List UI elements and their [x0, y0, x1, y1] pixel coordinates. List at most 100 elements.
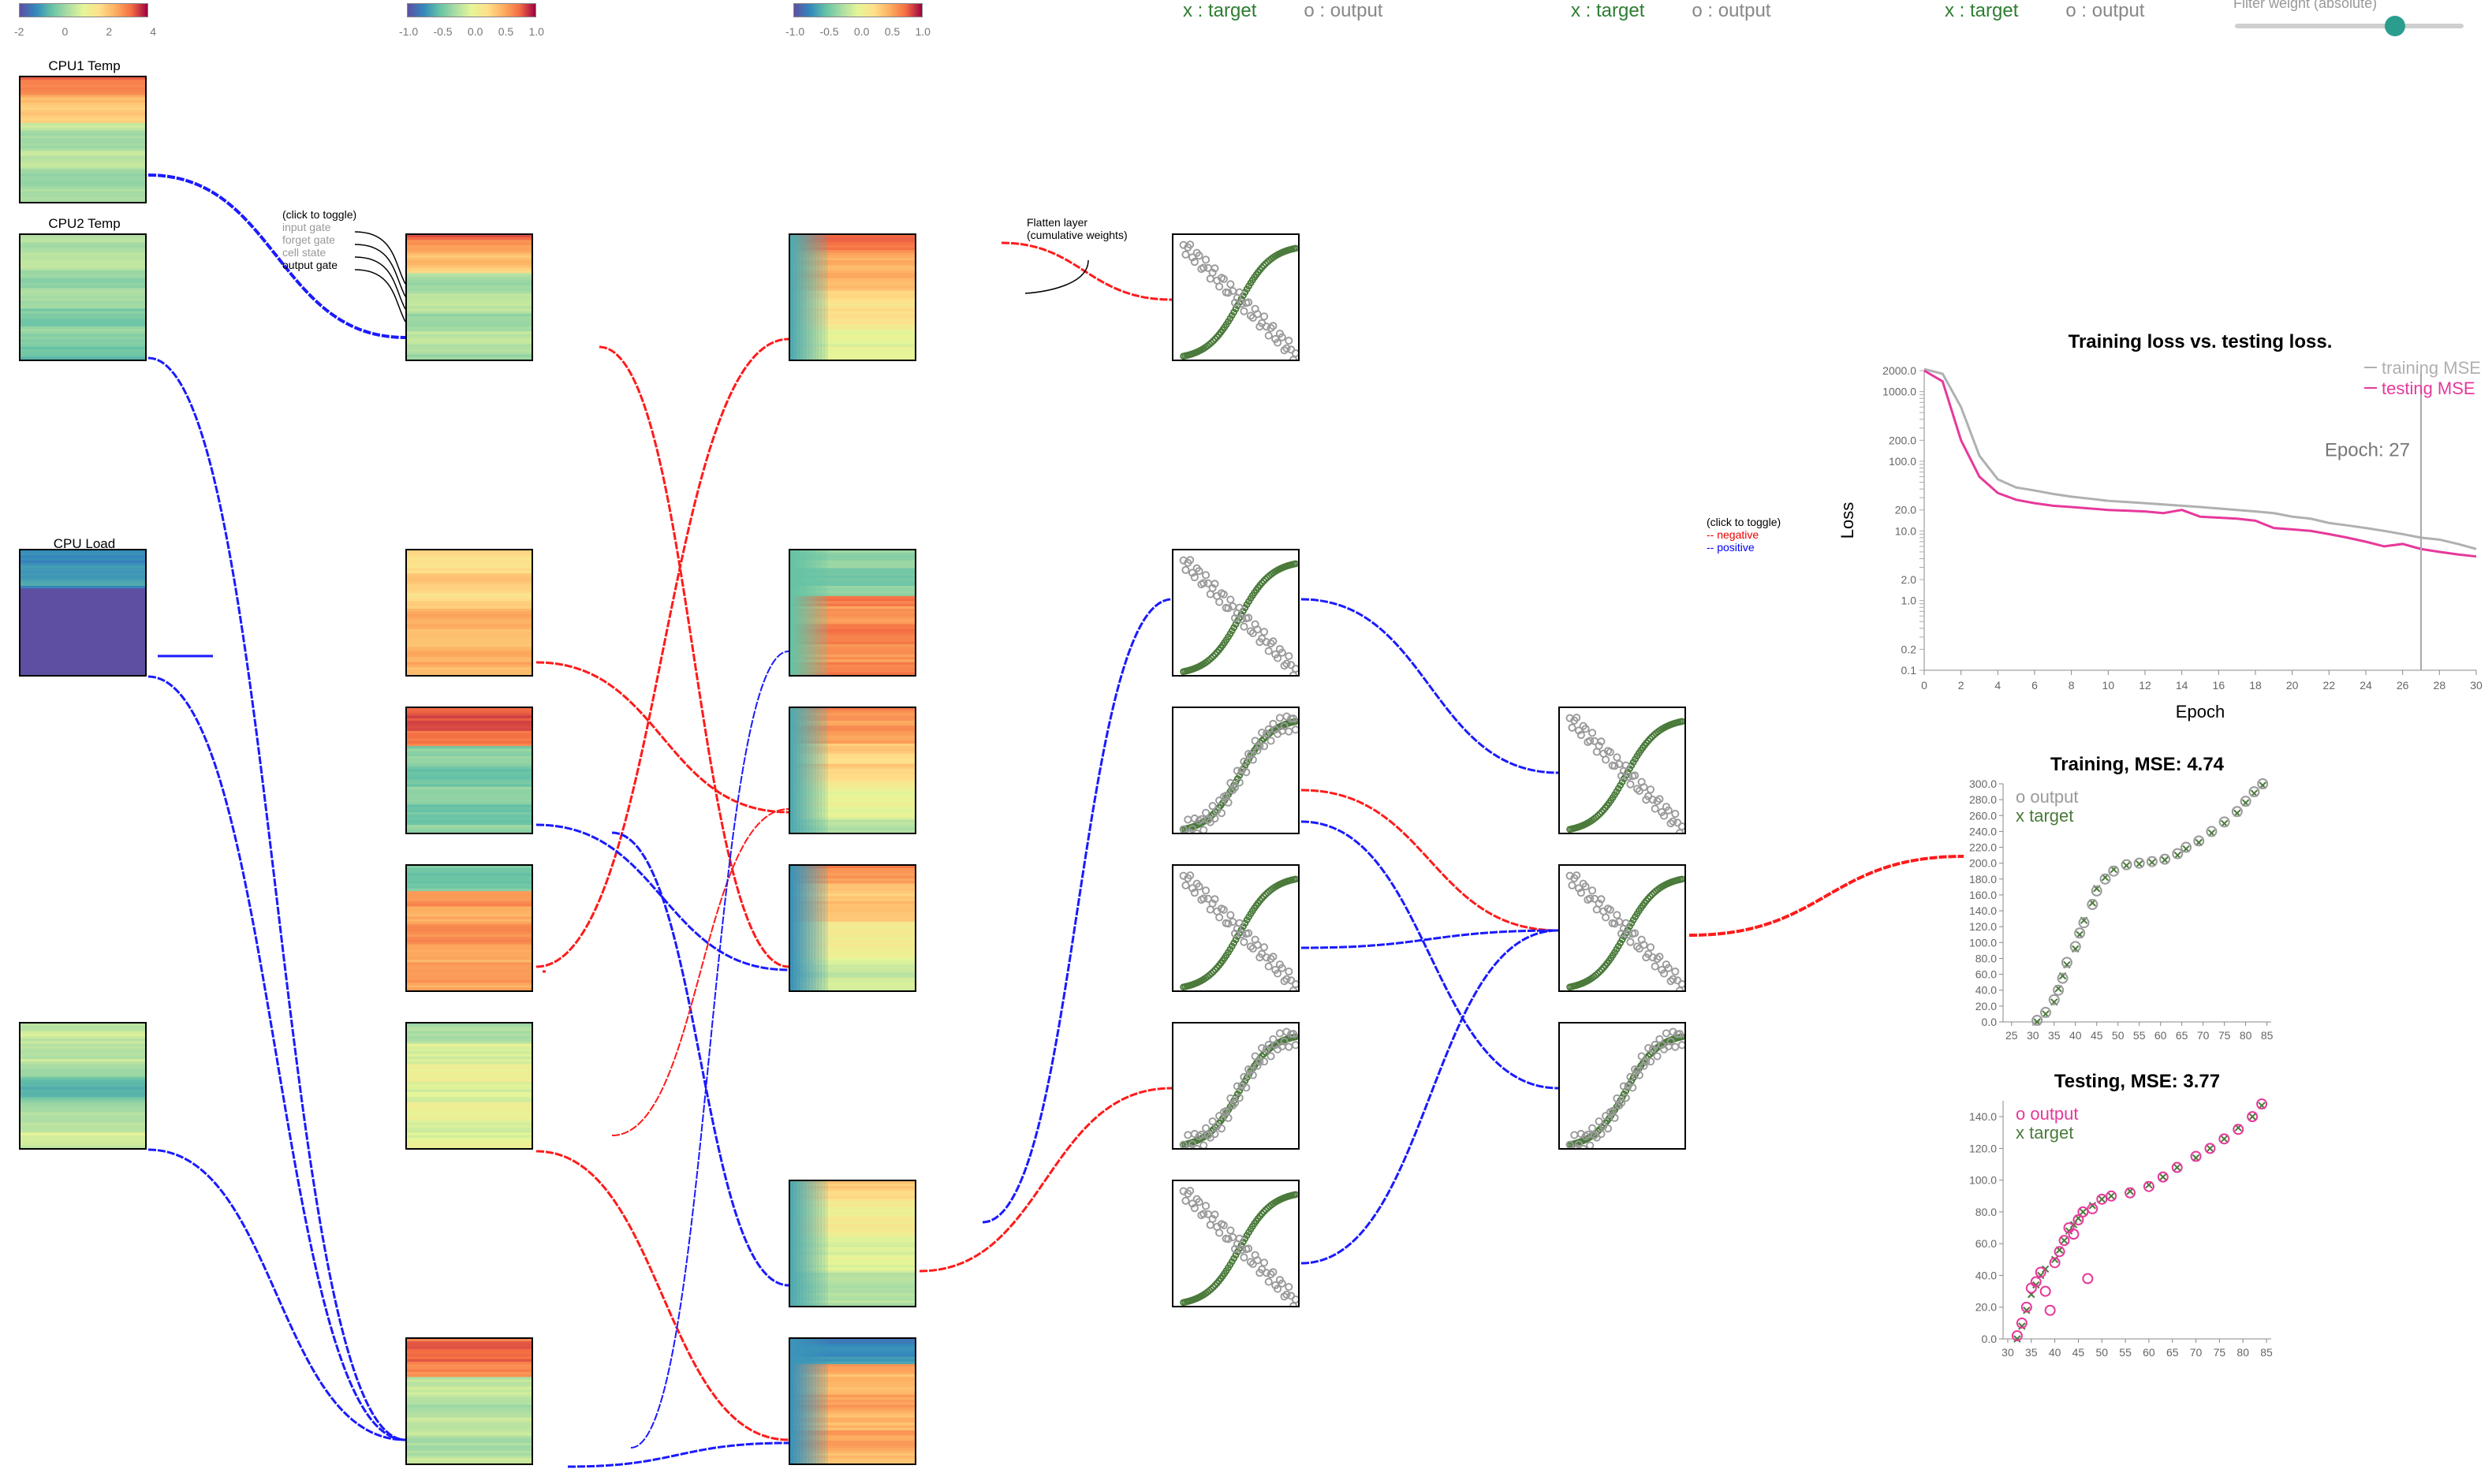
dense1-plot-1[interactable] — [1172, 233, 1300, 361]
heatmap-row — [407, 609, 532, 612]
input-heatmap-cpu1[interactable] — [19, 76, 147, 203]
heatmap-row — [21, 618, 145, 622]
heatmap-row — [21, 1056, 145, 1060]
dense2-plot-2[interactable] — [1558, 864, 1686, 992]
heatmap-row — [407, 1417, 532, 1421]
output-point — [2048, 994, 2060, 1005]
dense1-plot-5[interactable] — [1172, 1022, 1300, 1150]
output-point — [2143, 1180, 2154, 1192]
heatmap-row — [407, 1066, 532, 1070]
output-point — [1280, 721, 1289, 730]
heatmap-row — [790, 595, 915, 599]
heatmap-row — [790, 1407, 915, 1411]
dense1-plot-6[interactable] — [1172, 1180, 1300, 1307]
output-point — [1267, 1052, 1275, 1061]
heatmap-row — [790, 1384, 915, 1388]
heatmap-row — [790, 1275, 915, 1278]
heatmap-row — [21, 606, 145, 610]
lstm1-heatmap-2[interactable] — [405, 549, 533, 677]
output-point — [1184, 1131, 1192, 1139]
sign-negative[interactable]: -- negative — [1707, 528, 1759, 541]
lstm2-heatmap-1[interactable] — [789, 233, 916, 361]
output-point — [1628, 1083, 1637, 1092]
heatmap-row — [407, 562, 532, 566]
target-point — [2065, 1227, 2073, 1235]
heatmap-row — [790, 270, 915, 274]
dense1-plot-4[interactable] — [1172, 864, 1300, 992]
heatmap-row — [21, 283, 145, 286]
slider-knob[interactable] — [2385, 16, 2405, 36]
colorbar-tick: 0 — [62, 25, 69, 38]
lstm2-heatmap-5[interactable] — [789, 1180, 916, 1307]
input-heatmap-cpu-load[interactable] — [19, 549, 147, 677]
gate-input[interactable]: input gate — [282, 221, 331, 233]
lstm1-heatmap-6[interactable] — [405, 1337, 533, 1465]
output-point — [1291, 1041, 1298, 1050]
sign-positive[interactable]: -- positive — [1707, 541, 1755, 554]
heatmap-row — [407, 900, 532, 904]
heatmap-row — [790, 1186, 915, 1189]
heatmap-row — [790, 766, 915, 770]
heatmap-row — [407, 1145, 532, 1148]
output-point — [1215, 598, 1224, 606]
gate-toggle[interactable]: (click to toggle) input gate forget gate… — [282, 208, 356, 271]
heatmap-row — [790, 738, 915, 742]
input-heatmap-cpu2[interactable] — [19, 233, 147, 361]
heatmap-row — [790, 1450, 915, 1454]
sign-toggle[interactable]: (click to toggle) -- negative -- positiv… — [1707, 516, 1781, 554]
heatmap-row — [790, 240, 915, 243]
heatmap-row — [21, 621, 145, 625]
slider-track[interactable] — [2235, 24, 2464, 28]
output-point — [1219, 274, 1228, 283]
lstm1-heatmap-1[interactable] — [405, 233, 533, 361]
target-point — [2088, 1202, 2097, 1210]
heatmap-strip — [824, 1339, 828, 1463]
heatmap-row — [790, 1224, 915, 1228]
gate-forget[interactable]: forget gate — [282, 233, 335, 246]
heatmap-row — [407, 1410, 532, 1413]
heatmap-row — [407, 1051, 532, 1054]
gate-cell-state[interactable]: cell state — [282, 246, 326, 259]
dense2-plot-3[interactable] — [1558, 1022, 1686, 1150]
dense1-plot-2[interactable] — [1172, 549, 1300, 677]
heatmap-row — [790, 560, 915, 564]
heatmap-row — [407, 1105, 532, 1108]
heatmap-row — [790, 911, 915, 915]
output-point — [1244, 1244, 1253, 1253]
heatmap-strip — [802, 1181, 807, 1306]
heatmap-row — [407, 628, 532, 632]
lstm2-heatmap-2[interactable] — [789, 549, 916, 677]
output-point — [1644, 1044, 1653, 1053]
dense1-plot-3[interactable] — [1172, 707, 1300, 834]
output-point — [2058, 1235, 2070, 1247]
heatmap-row — [790, 804, 915, 808]
output-point — [1202, 1202, 1211, 1210]
lstm1-heatmap-5[interactable] — [405, 1022, 533, 1150]
heatmap-row — [407, 580, 532, 584]
heatmap-row — [407, 1381, 532, 1385]
heatmap-strip — [818, 1339, 822, 1463]
input-heatmap-4[interactable] — [19, 1022, 147, 1150]
heatmap-row — [407, 1028, 532, 1031]
heatmap-row — [21, 628, 145, 632]
heatmap-strip — [793, 708, 797, 833]
target-point — [1678, 875, 1684, 883]
x-tick-label: 2 — [1958, 679, 1964, 692]
lstm1-heatmap-4[interactable] — [405, 864, 533, 992]
heatmap-row — [21, 92, 145, 95]
colorbar-tick: -1.0 — [785, 25, 805, 38]
colorbar-tick: -2 — [14, 25, 24, 38]
heatmap-row — [407, 1379, 532, 1383]
lstm2-heatmap-6[interactable] — [789, 1337, 916, 1465]
output-point — [1291, 349, 1298, 358]
lstm2-heatmap-4[interactable] — [789, 864, 916, 992]
heatmap-row — [790, 900, 915, 904]
dense2-plot-1[interactable] — [1558, 707, 1686, 834]
output-point — [1267, 323, 1275, 333]
gate-output[interactable]: output gate — [282, 259, 338, 271]
heatmap-row — [790, 1270, 915, 1273]
x-axis-title: Epoch — [2176, 702, 2225, 721]
lstm2-heatmap-3[interactable] — [789, 707, 916, 834]
lstm1-heatmap-3[interactable] — [405, 707, 533, 834]
output-point — [1586, 1141, 1595, 1148]
